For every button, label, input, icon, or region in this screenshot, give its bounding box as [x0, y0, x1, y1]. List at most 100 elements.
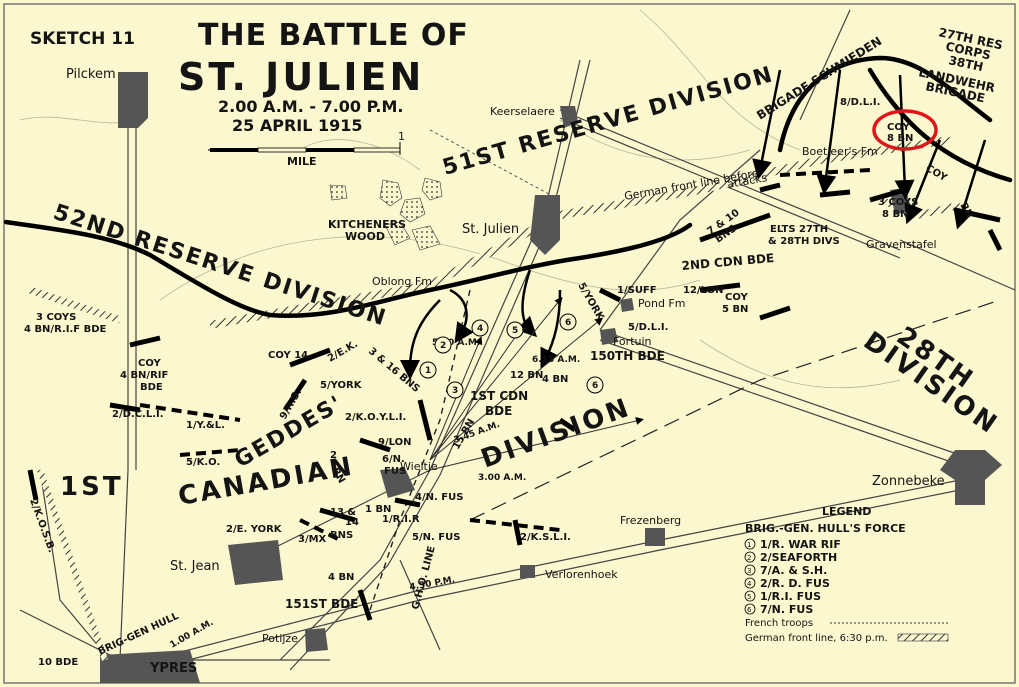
legend-german-front: German front line, 6:30 p.m.	[745, 633, 888, 644]
unit-coy-8bn-b: 8 BN	[887, 133, 913, 144]
place-st-jean: St. Jean	[170, 559, 220, 574]
legend-german-front-swatch	[897, 633, 949, 642]
unit-2-koyli: 2/K.O.Y.L.I.	[345, 412, 406, 423]
unit-13-14-b: 14	[345, 517, 359, 528]
unit-10-bde: 10 BDE	[38, 657, 78, 668]
label-1st-cdn-bde: BDE	[485, 404, 512, 418]
place-kitcheners: KITCHENERS	[328, 218, 406, 231]
label-1st-cdn: 1ST CDN	[470, 389, 528, 403]
german-lines-northeast	[777, 55, 993, 153]
scale-bar	[208, 142, 401, 155]
unit-4bn-rif-bde: 4 BN/R.I.F BDE	[24, 324, 107, 335]
place-verlorenhoek: Verlorenhoek	[545, 568, 618, 581]
marker-3: 3	[452, 386, 458, 396]
unit-coy-rif-a: COY	[138, 358, 161, 369]
kitcheners-wood-shapes	[329, 177, 443, 251]
legend-label-3: 7/A. & S.H.	[760, 564, 827, 577]
marker-5: 5	[512, 326, 518, 336]
ghq-line	[369, 289, 471, 611]
marker-6b: 6	[592, 381, 598, 391]
legend-item-4: 4 2/R. D. FUS	[744, 577, 830, 590]
unit-3coys-left: 3 COYS	[36, 312, 76, 323]
scale-one: 1	[398, 130, 405, 143]
legend-label-2: 2/SEAFORTH	[760, 551, 837, 564]
legend-label-5: 1/R.I. FUS	[760, 590, 821, 603]
unit-coy-rif-b: 4 BN/RIF	[120, 370, 168, 381]
title-line2: ST. JULIEN	[178, 55, 424, 99]
attack-arrows	[400, 69, 987, 471]
place-ypres: YPRES	[149, 661, 197, 676]
place-gravenstafel: Gravenstafel	[866, 238, 937, 251]
unit-3coys-a: 3 COYS	[878, 197, 918, 208]
unit-6n-fus-a: 6/N.	[382, 454, 405, 465]
place-oblong-fm: Oblong Fm	[372, 275, 432, 288]
legend-num-4: 4	[747, 580, 752, 588]
label-151st-bde: 151ST BDE	[285, 597, 358, 611]
unit-1-yl: 1/Y.&L.	[186, 420, 225, 431]
time-530: 5.30 A.M.	[432, 338, 480, 348]
legend-force-title: BRIG.-GEN. HULL'S FORCE	[745, 522, 906, 535]
unit-9-lon: 9/LON	[378, 437, 412, 448]
unit-8-dli: 8/D.L.I.	[840, 97, 880, 108]
marker-6: 6	[565, 318, 571, 328]
legend-french: French troops	[745, 618, 813, 629]
unit-12bn: 12 BN	[510, 370, 543, 381]
left-railway-hatched	[37, 469, 108, 661]
hull-force-markers: 1 2 3 4 5 6 6	[419, 313, 604, 399]
legend-num-5: 5	[747, 593, 751, 601]
legend-item-1: 1 1/R. WAR RIF	[744, 538, 841, 551]
title-line1: THE BATTLE OF	[198, 18, 469, 53]
legend-label-1: 1/R. WAR RIF	[760, 538, 841, 551]
highlight-circle	[872, 109, 938, 151]
unit-12-lon: 12/LON	[683, 285, 723, 296]
unit-1-suff: 1/SUFF	[617, 285, 657, 296]
unit-2-dcli: 2/D.C.L.I.	[112, 409, 164, 420]
legend-item-5: 5 1/R.I. FUS	[744, 590, 821, 603]
place-potijze: Potijze	[262, 632, 298, 645]
unit-4-n-fus: 4/N. FUS	[415, 492, 463, 503]
title-date: 25 APRIL 1915	[232, 116, 363, 135]
place-keerselaere: Keerselaere	[490, 105, 555, 118]
unit-5-york-b: 5/YORK	[320, 380, 363, 391]
legend-num-1: 1	[747, 541, 751, 549]
unit-13-14-c: BNS	[330, 530, 353, 541]
unit-5-n-fus: 5/N. FUS	[412, 532, 460, 543]
place-wieltje: Wieltje	[400, 460, 438, 473]
unit-coy5bn-a: COY	[725, 292, 748, 303]
map-border	[3, 3, 1016, 684]
place-fortuin: Fortuin	[613, 335, 652, 348]
legend-num-2: 2	[747, 554, 751, 562]
place-zonnebeke: Zonnebeke	[872, 474, 945, 489]
title-time: 2.00 A.M. - 7.00 P.M.	[218, 97, 404, 116]
legend-item-2: 2 2/SEAFORTH	[744, 551, 837, 564]
unit-coy5bn-b: 5 BN	[722, 304, 748, 315]
unit-3-mx: 3/MX	[298, 534, 327, 545]
legend-heading: LEGEND	[822, 505, 871, 518]
unit-5-dli: 5/D.L.I.	[628, 322, 668, 333]
place-boetleers-fm: Boetleer's Fm	[802, 145, 878, 158]
marker-4: 4	[477, 324, 483, 334]
label-elts2: & 28TH DIVS	[768, 236, 840, 247]
label-150th-bde: 150TH BDE	[590, 349, 665, 363]
place-pond-fm: Pond Fm	[638, 297, 685, 310]
front-line-thick	[3, 219, 693, 318]
railway-line	[429, 129, 561, 201]
place-kitcheners-wood: WOOD	[345, 230, 385, 243]
unit-2-e-york: 2/E. YORK	[226, 524, 283, 535]
legend-item-6: 6 7/N. FUS	[744, 603, 813, 616]
place-pilckem: Pilckem	[66, 67, 116, 82]
time-300: 3.00 A.M.	[478, 473, 526, 483]
unit-coy-rif-c: BDE	[140, 382, 163, 393]
place-st-julien: St. Julien	[462, 222, 519, 237]
division-boundary-line	[469, 299, 1001, 521]
place-frezenberg: Frezenberg	[620, 514, 681, 527]
label-elts: ELTS 27TH	[770, 224, 828, 235]
marker-2: 2	[440, 341, 446, 351]
sketch-number: SKETCH 11	[30, 29, 135, 49]
legend-num-6: 6	[747, 606, 752, 614]
legend-label-4: 2/R. D. FUS	[760, 577, 830, 590]
unit-1-rir: 1/R.I.R	[382, 514, 420, 525]
time-615: 6.15 A.M.	[532, 355, 580, 365]
